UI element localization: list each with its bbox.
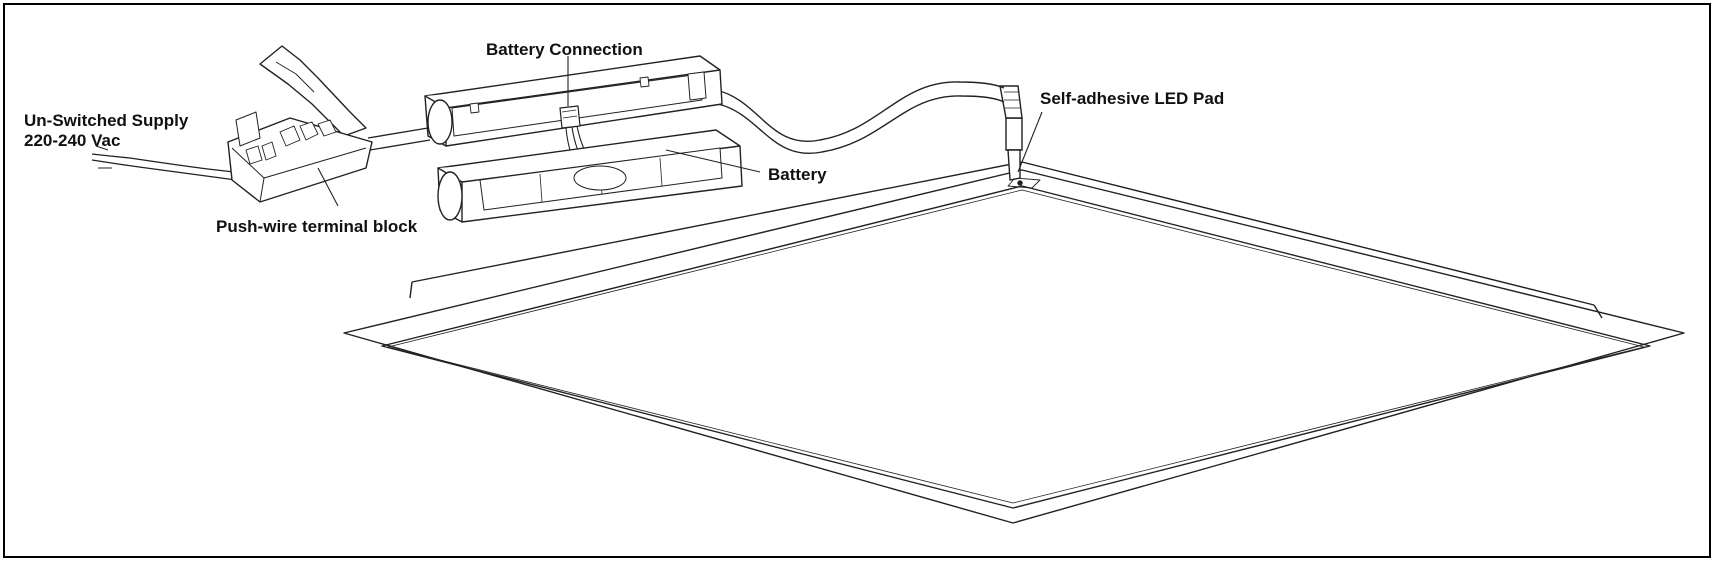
battery-label: Battery	[768, 165, 827, 184]
supply-label-line1: Un-Switched Supply	[24, 111, 189, 130]
led-pad-slot	[1007, 177, 1041, 189]
led-pad-leader	[1017, 111, 1043, 173]
leader-lines	[317, 56, 1043, 207]
battery-leader	[665, 149, 761, 173]
terminal-block-label: Push-wire terminal block	[216, 217, 418, 236]
battery-connection-label: Battery Connection	[486, 40, 643, 59]
led-cable	[715, 81, 1005, 155]
supply-cable	[91, 127, 431, 181]
panel-diffuser	[381, 185, 1651, 509]
terminal-block	[227, 45, 373, 203]
battery-tray	[437, 129, 743, 223]
led-panel	[343, 161, 1685, 524]
panel-outer-frame	[343, 169, 1685, 524]
terminal-block-leader	[317, 167, 339, 207]
led-pad-connector	[999, 85, 1023, 181]
led-pad-label: Self-adhesive LED Pad	[1040, 89, 1224, 108]
control-box	[424, 55, 723, 147]
supply-label-line2: 220-240 Vac	[24, 131, 120, 150]
figure-border	[3, 3, 1711, 558]
